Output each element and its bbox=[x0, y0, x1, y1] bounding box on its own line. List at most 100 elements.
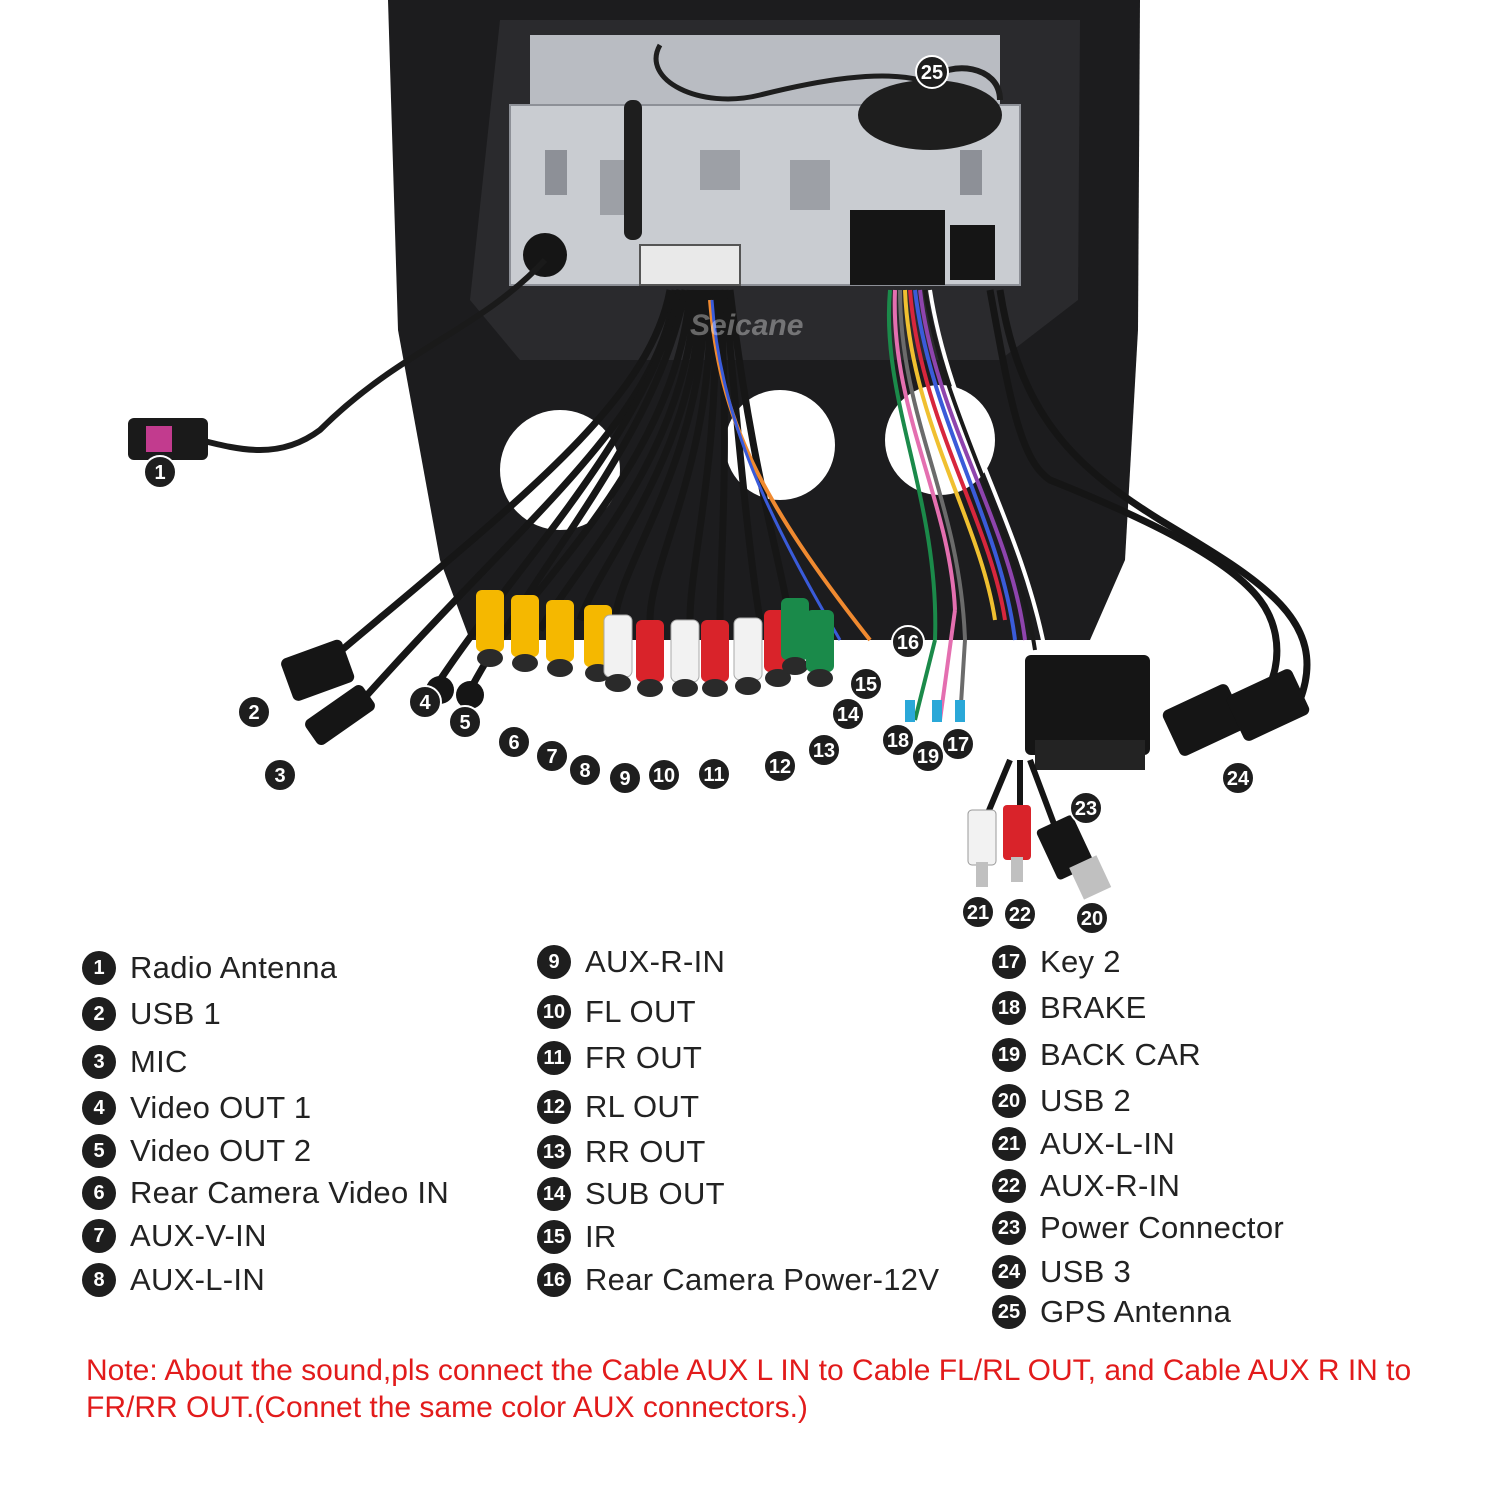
legend-label: Rear Camera Video IN bbox=[130, 1175, 450, 1210]
rca-plug bbox=[636, 620, 664, 697]
callout-number: 12 bbox=[769, 756, 791, 778]
radio-antenna-cable bbox=[199, 257, 548, 453]
callout-number: 6 bbox=[508, 732, 519, 754]
rca-connectors bbox=[476, 590, 834, 697]
legend-number-badge: 13 bbox=[537, 1135, 571, 1169]
callout-marker: 18 bbox=[881, 723, 915, 757]
legend-label: USB 2 bbox=[1040, 1083, 1132, 1118]
callout-number: 11 bbox=[703, 764, 724, 786]
legend-item: 5 Video OUT 2 bbox=[82, 1133, 311, 1169]
legend-number-badge: 5 bbox=[82, 1134, 116, 1168]
legend-item: 14 SUB OUT bbox=[537, 1176, 725, 1212]
gps-antenna-puck bbox=[858, 80, 1002, 150]
callout-marker: 6 bbox=[497, 725, 531, 759]
legend-item: 24 USB 3 bbox=[992, 1254, 1131, 1290]
callout-number: 25 bbox=[921, 62, 943, 84]
callout-marker: 24 bbox=[1221, 761, 1255, 795]
callout-number: 18 bbox=[887, 730, 909, 752]
callout-marker: 2 bbox=[237, 695, 271, 729]
callout-number: 8 bbox=[579, 760, 590, 782]
watermark: Seicane bbox=[690, 309, 803, 342]
callout-number: 14 bbox=[837, 704, 860, 726]
rca-harness-socket bbox=[639, 244, 741, 286]
callout-marker: 9 bbox=[608, 761, 642, 795]
callout-marker: 19 bbox=[911, 739, 945, 773]
callout-marker: 7 bbox=[535, 739, 569, 773]
legend-number-badge: 17 bbox=[992, 945, 1026, 979]
legend-item: 11 FR OUT bbox=[537, 1040, 702, 1076]
callout-marker: 16 bbox=[891, 625, 925, 659]
legend-number-badge: 4 bbox=[82, 1091, 116, 1125]
rca-plug bbox=[781, 598, 809, 675]
legend-label: Key 2 bbox=[1040, 944, 1121, 979]
power-connector bbox=[1025, 655, 1150, 755]
legend-number-badge: 12 bbox=[537, 1090, 571, 1124]
legend-number-badge: 19 bbox=[992, 1038, 1026, 1072]
callout-number: 20 bbox=[1081, 908, 1103, 930]
legend-item: 8 AUX-L-IN bbox=[82, 1262, 265, 1298]
callout-marker: 1 bbox=[143, 455, 177, 489]
callout-marker: 4 bbox=[408, 685, 442, 719]
callout-number: 1 bbox=[154, 462, 165, 484]
legend-number-badge: 11 bbox=[537, 1041, 571, 1075]
legend-label: SUB OUT bbox=[585, 1176, 725, 1211]
legend-number-badge: 9 bbox=[537, 945, 571, 979]
legend-number-badge: 23 bbox=[992, 1211, 1026, 1245]
callout-marker: 11 bbox=[697, 757, 731, 791]
rca-plug bbox=[546, 600, 574, 677]
legend-number-badge: 2 bbox=[82, 997, 116, 1031]
legend-number-badge: 6 bbox=[82, 1176, 116, 1210]
legend-item: 12 RL OUT bbox=[537, 1089, 699, 1125]
callout-marker: 20 bbox=[1075, 901, 1109, 935]
callout-marker: 23 bbox=[1069, 791, 1103, 825]
callout-marker: 21 bbox=[961, 895, 995, 929]
callout-number: 21 bbox=[967, 902, 989, 924]
callout-number: 19 bbox=[917, 746, 939, 768]
legend-number-badge: 24 bbox=[992, 1255, 1026, 1289]
callout-marker: 10 bbox=[647, 758, 681, 792]
legend-item: 19 BACK CAR bbox=[992, 1037, 1201, 1073]
legend-label: BACK CAR bbox=[1040, 1037, 1201, 1072]
rca-plug bbox=[670, 619, 700, 697]
callout-number: 2 bbox=[248, 702, 259, 724]
legend-label: Radio Antenna bbox=[130, 950, 338, 985]
callout-number: 7 bbox=[546, 746, 557, 768]
callout-number: 22 bbox=[1009, 904, 1031, 926]
legend-label: Rear Camera Power-12V bbox=[585, 1262, 940, 1297]
legend-label: GPS Antenna bbox=[1040, 1294, 1232, 1329]
callout-number: 9 bbox=[619, 768, 630, 790]
legend-number-badge: 8 bbox=[82, 1263, 116, 1297]
callout-number: 3 bbox=[274, 765, 285, 787]
rca-plug bbox=[733, 617, 763, 695]
legend-number-badge: 21 bbox=[992, 1127, 1026, 1161]
rca-plug bbox=[603, 614, 633, 692]
callout-number: 17 bbox=[947, 734, 969, 756]
rca-plug bbox=[701, 620, 729, 697]
mic-plug bbox=[305, 684, 375, 746]
legend-label: RL OUT bbox=[585, 1089, 700, 1124]
legend-label: AUX-L-IN bbox=[1040, 1126, 1176, 1161]
callout-marker: 13 bbox=[807, 733, 841, 767]
callout-number: 23 bbox=[1075, 798, 1097, 820]
usb3-plug-b bbox=[1226, 669, 1310, 741]
legend-label: USB 3 bbox=[1040, 1254, 1132, 1289]
legend-label: MIC bbox=[130, 1044, 188, 1079]
legend-number-badge: 14 bbox=[537, 1177, 571, 1211]
rca-plug bbox=[511, 595, 539, 672]
legend-label: FR OUT bbox=[585, 1040, 703, 1075]
legend-number-badge: 15 bbox=[537, 1220, 571, 1254]
legend-label: Video OUT 2 bbox=[130, 1133, 312, 1168]
legend-item: 21 AUX-L-IN bbox=[992, 1126, 1175, 1162]
callout-marker: 12 bbox=[763, 749, 797, 783]
legend-label: AUX-L-IN bbox=[130, 1262, 266, 1297]
legend-item: 3 MIC bbox=[82, 1044, 188, 1080]
legend-number-badge: 3 bbox=[82, 1045, 116, 1079]
legend-number-badge: 25 bbox=[992, 1295, 1026, 1329]
